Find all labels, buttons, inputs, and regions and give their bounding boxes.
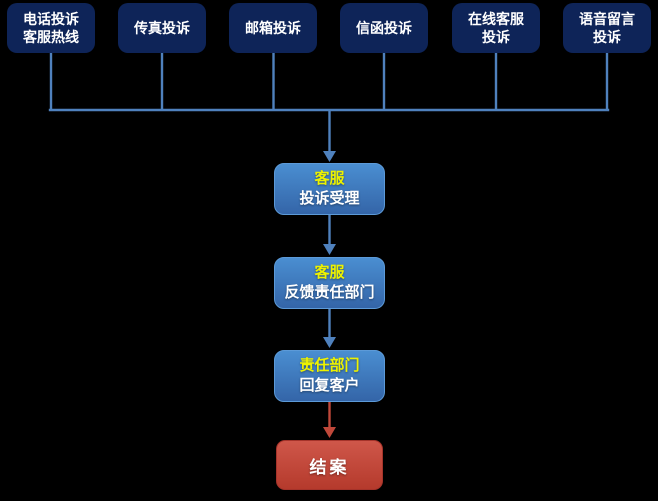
step-actor: 客服 [314,264,345,281]
step-actor: 客服 [314,170,345,187]
channel-label: 投诉 [482,29,510,45]
channel-box-phone: 电话投诉 客服热线 [7,3,95,53]
end-label: 结案 [309,457,350,477]
channel-box-letter: 信函投诉 [340,3,428,53]
arrowhead [323,151,336,162]
channel-box-online: 在线客服 投诉 [452,3,540,53]
channel-box-email: 邮箱投诉 [229,3,317,53]
channel-label: 语音留言 [579,11,635,27]
channel-label: 在线客服 [468,11,524,27]
channel-label: 邮箱投诉 [245,20,301,36]
channel-box-voicemail: 语音留言 投诉 [563,3,651,53]
channel-label: 传真投诉 [134,20,190,36]
arrowhead [323,427,336,438]
end-box-close: 结案 [276,440,383,490]
channel-label: 信函投诉 [356,20,412,36]
step-action: 投诉受理 [299,190,360,207]
channel-label: 投诉 [593,29,621,45]
step-box-forward: 客服 反馈责任部门 [274,257,385,309]
step-box-accept: 客服 投诉受理 [274,163,385,215]
step-action: 回复客户 [299,377,360,394]
step-actor: 责任部门 [299,357,360,374]
channel-label: 电话投诉 [23,11,79,27]
arrowhead [323,244,336,255]
arrowhead [323,337,336,348]
step-box-reply: 责任部门 回复客户 [274,350,385,402]
channel-box-fax: 传真投诉 [118,3,206,53]
step-action: 反馈责任部门 [284,284,375,301]
channel-label: 客服热线 [23,29,79,45]
